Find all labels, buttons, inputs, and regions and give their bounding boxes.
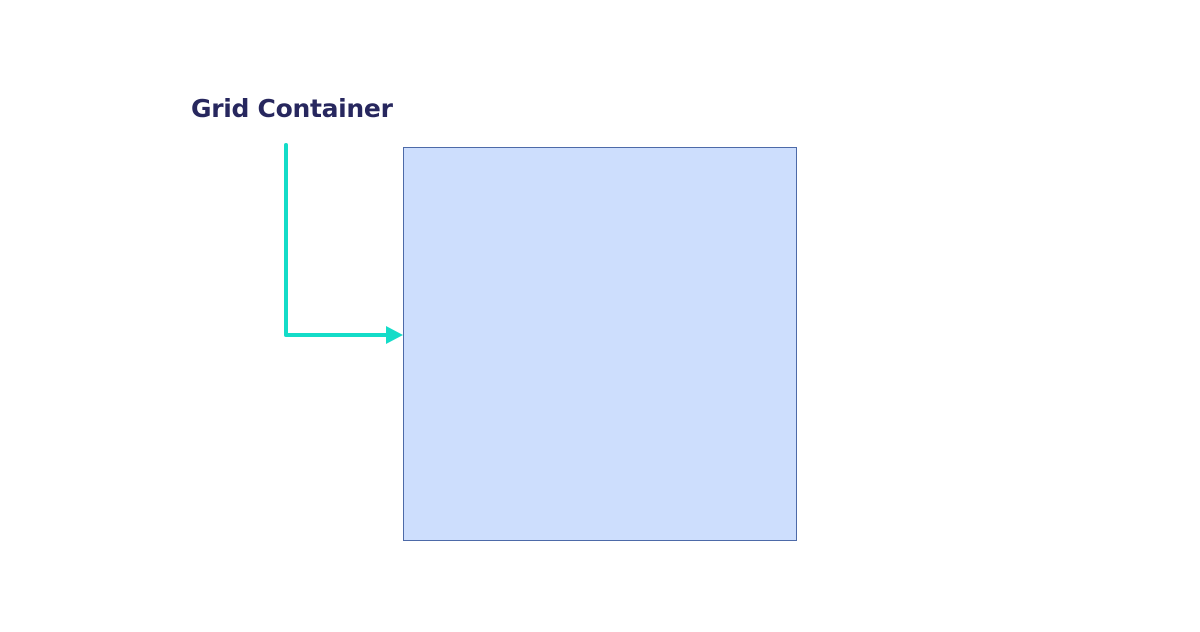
grid-container-label: Grid Container: [191, 94, 393, 123]
grid-container-box: [403, 147, 797, 541]
